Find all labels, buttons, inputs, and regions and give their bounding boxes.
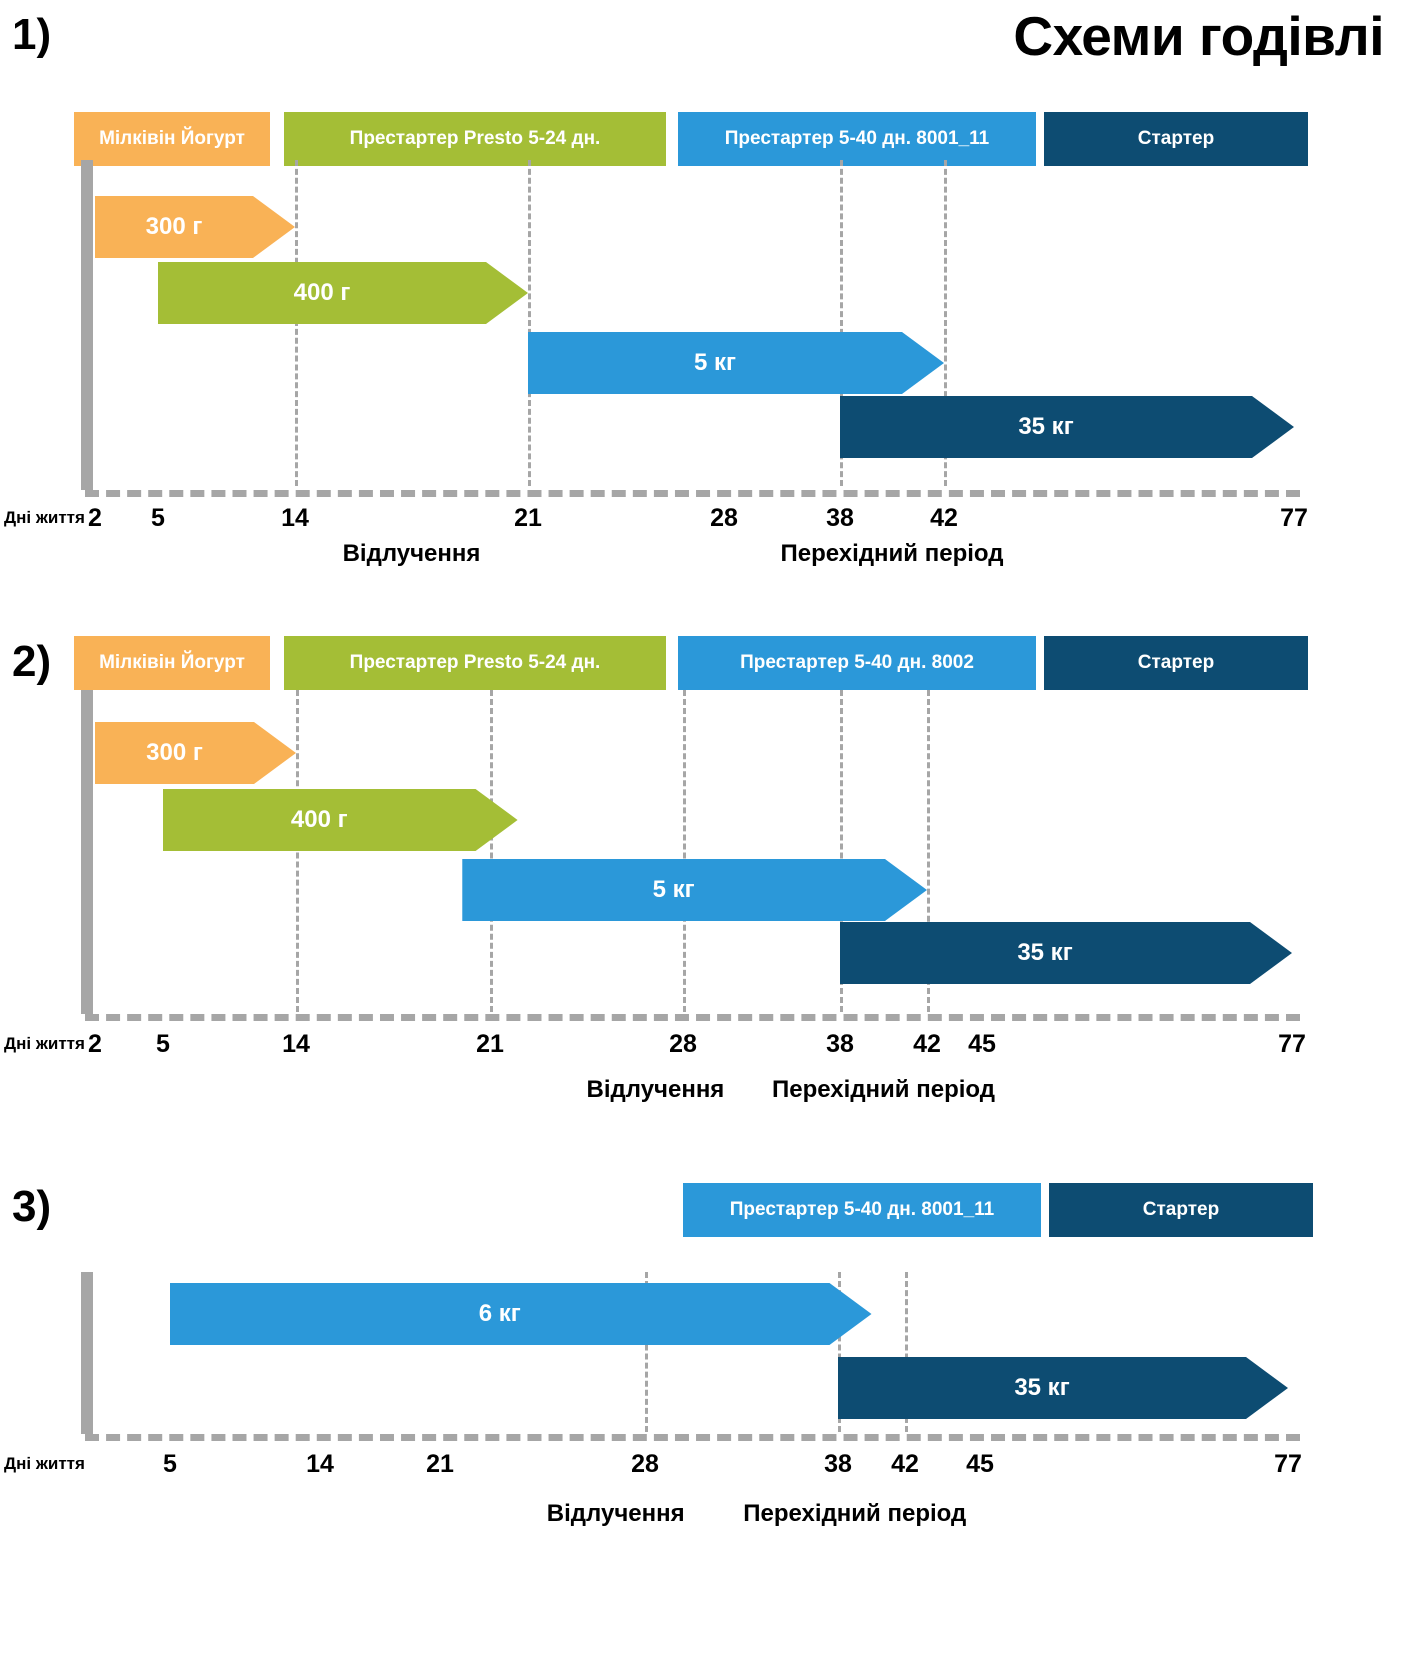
axis-tick-21: 21 [476, 1030, 504, 1058]
axis-tick-14: 14 [306, 1450, 334, 1478]
legend-box-label: Престартер 5-40 дн. 8002 [740, 652, 974, 673]
bar-arrow-3-1[interactable]: 6 кг [170, 1283, 872, 1345]
legend-box-3-1[interactable]: Престартер 5-40 дн. 8001_11 [683, 1183, 1041, 1237]
axis-tick-38: 38 [824, 1450, 852, 1478]
vertical-axis-bar [81, 160, 93, 490]
legend-box-1-3[interactable]: Престартер 5-40 дн. 8001_11 [678, 112, 1036, 166]
axis-tick-5: 5 [163, 1450, 177, 1478]
bar-arrow-label: 5 кг [652, 876, 695, 903]
bar-arrow-label: 35 кг [1014, 1374, 1070, 1401]
axis-tick-42: 42 [930, 504, 958, 532]
legend-box-2-2[interactable]: Престартер Presto 5-24 дн. [284, 636, 666, 690]
phase-label-transition: Перехідний період [743, 1500, 967, 1527]
gridline-day-38 [840, 690, 843, 1012]
bar-arrow-2-2[interactable]: 400 г [163, 789, 518, 851]
vertical-axis-bar [81, 690, 93, 1014]
gridline-day-28 [645, 1272, 648, 1432]
legend-box-label: Престартер Presto 5-24 дн. [349, 652, 601, 673]
axis-tick-28: 28 [710, 504, 738, 532]
gridline-day-14 [296, 690, 299, 1012]
bar-arrow-2-1[interactable]: 300 г [95, 722, 296, 784]
bar-arrow-1-1[interactable]: 300 г [95, 196, 295, 258]
axis-tick-45: 45 [966, 1450, 994, 1478]
axis-tick-42: 42 [891, 1450, 919, 1478]
bar-arrow-label: 300 г [146, 739, 203, 766]
axis-tick-2: 2 [88, 504, 102, 532]
horizontal-axis-line [85, 1434, 1300, 1441]
legend-box-2-1[interactable]: Мілківін Йогурт [74, 636, 270, 690]
axis-tick-14: 14 [281, 504, 309, 532]
gridline-day-42 [944, 160, 947, 486]
axis-tick-2: 2 [88, 1030, 102, 1058]
gridline-day-38 [840, 160, 843, 486]
axis-tick-45: 45 [968, 1030, 996, 1058]
axis-tick-28: 28 [631, 1450, 659, 1478]
bar-arrow-label: 400 г [293, 279, 351, 306]
axis-tick-38: 38 [826, 504, 854, 532]
legend-box-label: Престартер Presto 5-24 дн. [349, 128, 601, 149]
bar-arrow-label: 35 кг [1017, 939, 1073, 966]
axis-caption: Дні життя [4, 508, 85, 527]
scheme-number-2: 2) [12, 637, 52, 686]
axis-tick-77: 77 [1274, 1450, 1302, 1478]
axis-tick-5: 5 [151, 504, 165, 532]
legend-box-label: Стартер [1137, 128, 1215, 149]
phase-label-weaning: Відлучення [342, 540, 481, 567]
legend-box-label: Престартер 5-40 дн. 8001_11 [729, 1199, 995, 1220]
legend-box-label: Стартер [1137, 652, 1215, 673]
gridline-day-21 [528, 160, 531, 486]
horizontal-axis-line [85, 490, 1300, 497]
scheme-number-3: 3) [12, 1182, 52, 1231]
legend-box-1-1[interactable]: Мілківін Йогурт [74, 112, 270, 166]
axis-tick-28: 28 [669, 1030, 697, 1058]
phase-label-transition: Перехідний період [780, 540, 1004, 567]
phase-label-weaning: Відлучення [586, 1076, 725, 1103]
axis-tick-21: 21 [514, 504, 542, 532]
axis-tick-21: 21 [426, 1450, 454, 1478]
gridline-day-28 [683, 690, 686, 1012]
bar-arrow-2-4[interactable]: 35 кг [840, 922, 1292, 984]
axis-tick-77: 77 [1280, 504, 1308, 532]
axis-tick-42: 42 [913, 1030, 941, 1058]
legend-box-label: Мілківін Йогурт [99, 652, 245, 673]
bar-arrow-3-2[interactable]: 35 кг [838, 1357, 1288, 1419]
bar-arrow-label: 5 кг [693, 349, 737, 376]
legend-box-label: Престартер 5-40 дн. 8001_11 [724, 128, 990, 149]
legend-box-2-4[interactable]: Стартер [1044, 636, 1308, 690]
scheme-number-1: 1) [12, 10, 52, 59]
vertical-axis-bar [81, 1272, 93, 1434]
bar-arrow-label: 400 г [290, 806, 348, 833]
axis-tick-77: 77 [1278, 1030, 1306, 1058]
gridline-day-21 [490, 690, 493, 1012]
legend-box-label: Мілківін Йогурт [99, 128, 245, 149]
bar-arrow-label: 35 кг [1018, 413, 1074, 440]
phase-label-transition: Перехідний період [772, 1076, 995, 1103]
axis-caption: Дні життя [4, 1034, 85, 1053]
legend-box-label: Стартер [1142, 1199, 1220, 1220]
horizontal-axis-line [85, 1014, 1300, 1021]
legend-box-3-2[interactable]: Стартер [1049, 1183, 1313, 1237]
bar-arrow-2-3[interactable]: 5 кг [462, 859, 927, 921]
bar-arrow-label: 300 г [145, 213, 203, 240]
axis-tick-14: 14 [282, 1030, 310, 1058]
gridline-day-38 [838, 1272, 841, 1432]
axis-tick-38: 38 [826, 1030, 854, 1058]
legend-box-1-2[interactable]: Престартер Presto 5-24 дн. [284, 112, 666, 166]
bar-arrow-1-2[interactable]: 400 г [158, 262, 528, 324]
page-title: Схеми годівлі [1013, 5, 1384, 67]
bar-arrow-1-3[interactable]: 5 кг [528, 332, 944, 394]
bar-arrow-1-4[interactable]: 35 кг [840, 396, 1294, 458]
legend-box-2-3[interactable]: Престартер 5-40 дн. 8002 [678, 636, 1036, 690]
axis-caption: Дні життя [4, 1454, 85, 1473]
phase-label-weaning: Відлучення [546, 1500, 685, 1527]
bar-arrow-label: 6 кг [478, 1300, 521, 1327]
axis-tick-5: 5 [156, 1030, 170, 1058]
gridline-day-42 [927, 690, 930, 1012]
legend-box-1-4[interactable]: Стартер [1044, 112, 1308, 166]
gridline-day-42 [905, 1272, 908, 1432]
